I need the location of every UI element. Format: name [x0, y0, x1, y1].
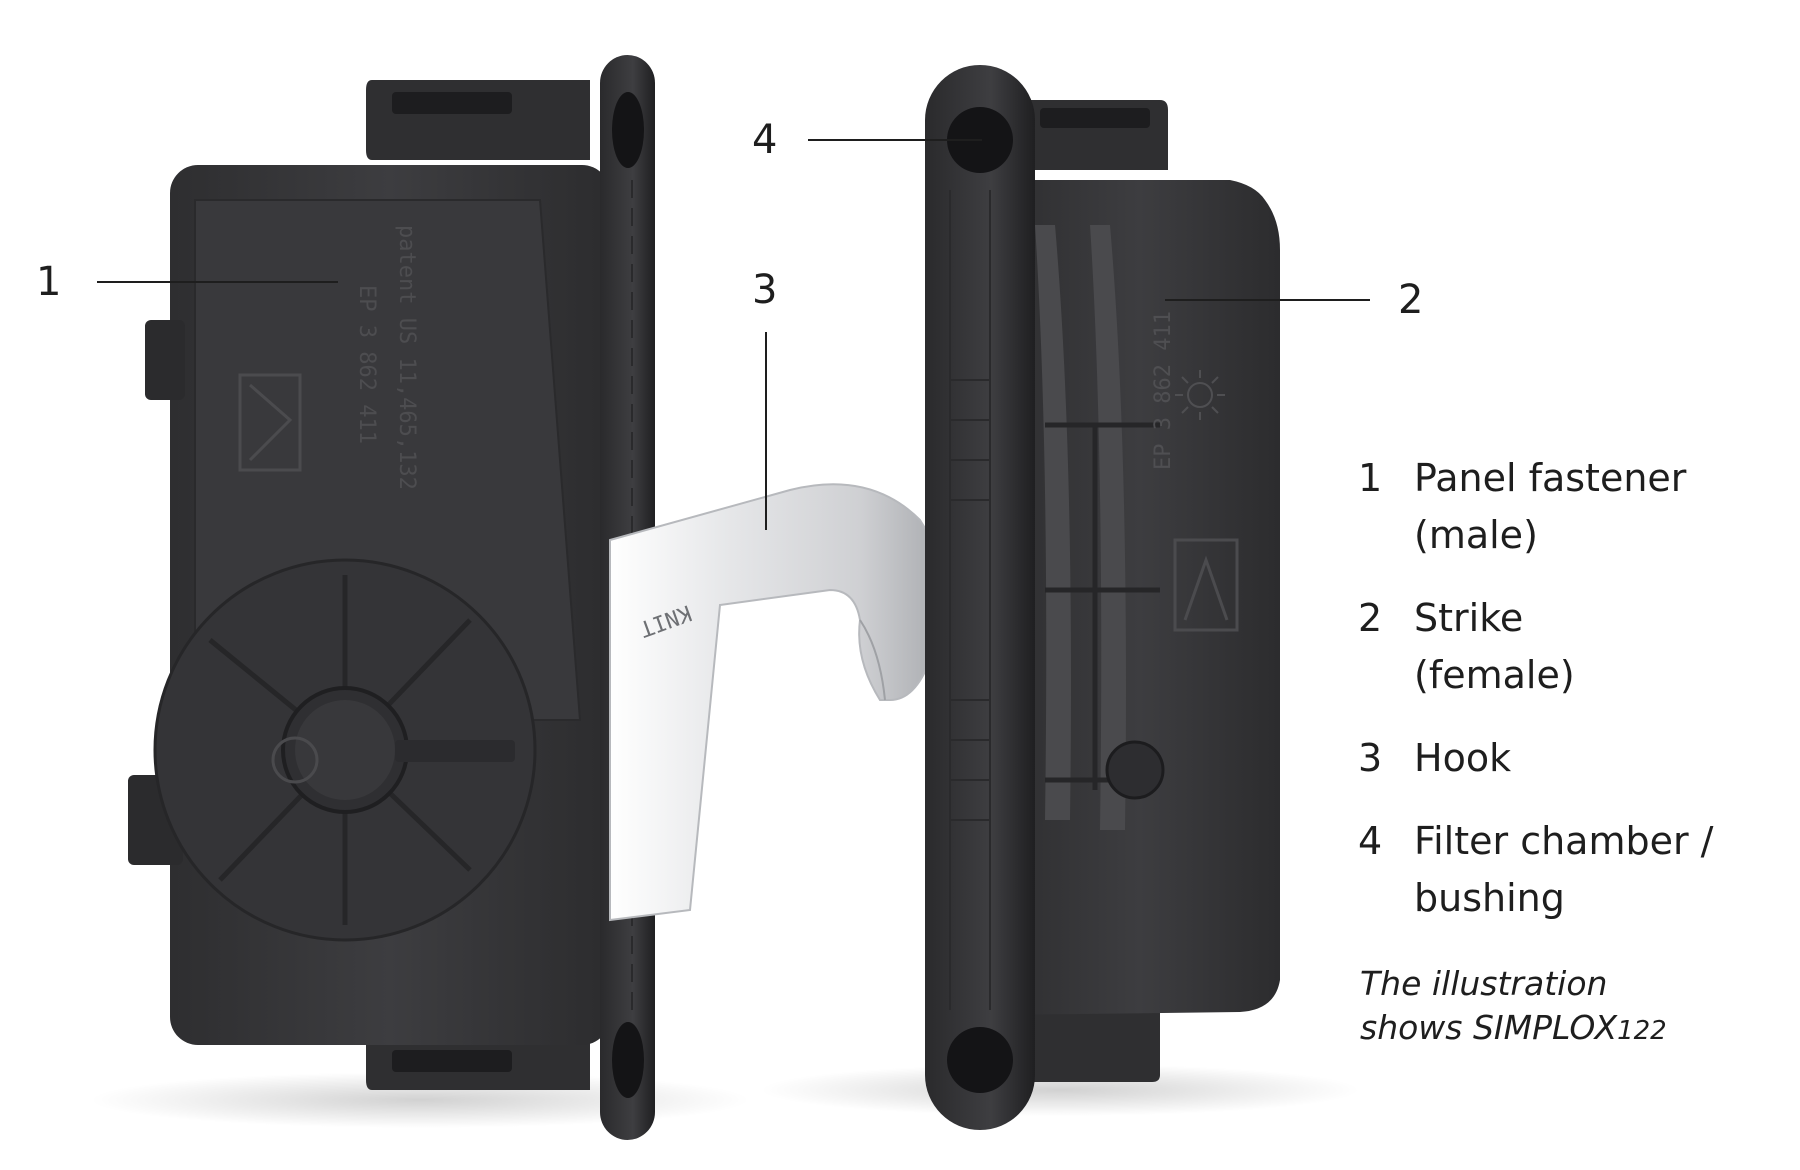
top-clip-left-slot — [392, 92, 512, 114]
legend-label: Filter chamber / bushing — [1414, 819, 1714, 920]
sun-symbol-icon — [1175, 370, 1225, 420]
legend: 1 Panel fastener (male) 2 Strike (female… — [1358, 450, 1788, 953]
bushing-hole-bottom — [947, 1027, 1013, 1093]
embossed-patent-text-right: EP 3 862 411 — [1151, 311, 1176, 470]
caption-line-1: The illustration — [1360, 964, 1608, 1003]
legend-item-4: 4 Filter chamber / bushing — [1358, 813, 1788, 927]
caption-line-2: shows SIMPLOX122 — [1360, 1008, 1667, 1047]
right-flange — [925, 65, 1035, 1130]
callout-1: 1 — [36, 259, 62, 305]
legend-number: 3 — [1358, 736, 1383, 780]
legend-label: Strike (female) — [1414, 596, 1575, 697]
legend-number: 2 — [1358, 596, 1383, 640]
leader-lines — [97, 139, 1370, 530]
strike-pin — [1105, 740, 1165, 800]
ground-shadow-right — [760, 1064, 1360, 1116]
callout-3: 3 — [752, 267, 778, 313]
brand-logo-icon — [238, 373, 302, 472]
legend-label: Hook — [1414, 736, 1512, 780]
brand-logo-right-icon — [1173, 538, 1239, 632]
panel-fastener-male: patent US 11,465,132 EP 3 862 411 — [128, 55, 655, 1140]
bottom-clip-right — [1000, 1000, 1160, 1082]
illustration-caption: The illustration shows SIMPLOX122 — [1360, 962, 1780, 1053]
rotary-knob — [153, 558, 537, 942]
left-flange-hole-top — [612, 92, 644, 168]
bottom-clip-left-slot — [392, 1050, 512, 1072]
guide-rail-outer — [1035, 225, 1071, 820]
callout-2: 2 — [1398, 277, 1424, 323]
top-clip-right-slot — [1040, 108, 1150, 128]
callout-4: 4 — [752, 117, 778, 163]
embossed-patent-text-left: patent US 11,465,132 — [394, 225, 419, 490]
left-side-tab-top — [145, 320, 185, 400]
legend-label: Panel fastener (male) — [1414, 456, 1687, 557]
guide-rail-inner — [1090, 225, 1126, 830]
hook-plate — [609, 483, 944, 922]
strike-female: EP 3 862 411 — [925, 65, 1280, 1130]
legend-number: 1 — [1358, 456, 1383, 500]
legend-item-2: 2 Strike (female) — [1358, 590, 1788, 704]
hook: KNIT — [609, 483, 944, 922]
embossed-patent-number-left: EP 3 862 411 — [354, 285, 379, 444]
legend-item-1: 1 Panel fastener (male) — [1358, 450, 1788, 564]
legend-number: 4 — [1358, 819, 1383, 863]
legend-item-3: 3 Hook — [1358, 730, 1788, 787]
left-flange-hole-bottom — [612, 1022, 644, 1098]
